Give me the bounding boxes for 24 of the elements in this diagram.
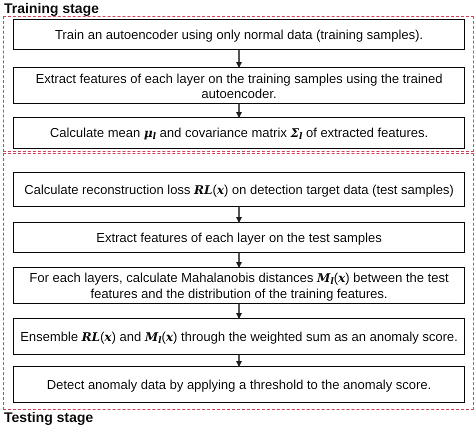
step-text: Train an autoencoder using only normal data (training samples). <box>54 27 424 42</box>
arrow <box>236 50 242 68</box>
arrow <box>236 253 242 268</box>
arrow <box>236 304 242 319</box>
step-text: For each layers, calculate Mahalanobis distances M$_{l}$(x) between the test features and the distribution of the training features. <box>28 270 450 301</box>
step-text: Calculate mean μ$_{l}$ and covariance matrix Σ$_{l}$ of extracted features. <box>48 125 430 141</box>
step-text: Ensemble RL(x) and M$_{l}$(x) through the weighted sum as an anomaly score. <box>19 328 459 344</box>
stage-heading: Training stage <box>4 1 99 16</box>
process-box <box>13 67 465 104</box>
process-box <box>13 19 465 50</box>
step-text: Extract features of each layer on the test samples <box>95 230 383 245</box>
process-box <box>13 267 465 304</box>
process-box <box>13 172 465 207</box>
process-box <box>13 318 465 355</box>
arrow <box>236 104 242 118</box>
stage-heading: Testing stage <box>4 410 94 425</box>
process-box <box>13 117 465 149</box>
step-text: Calculate reconstruction loss RL(x) on detection target data (test samples) <box>23 182 455 198</box>
arrow <box>236 207 242 223</box>
process-box <box>13 222 465 253</box>
step-text: Detect anomaly data by applying a threshold to the anomaly score. <box>46 377 432 392</box>
arrow <box>236 355 242 367</box>
step-text: Extract features of each layer on the training samples using the trained autoencoder. <box>34 70 444 100</box>
process-box <box>13 366 465 403</box>
